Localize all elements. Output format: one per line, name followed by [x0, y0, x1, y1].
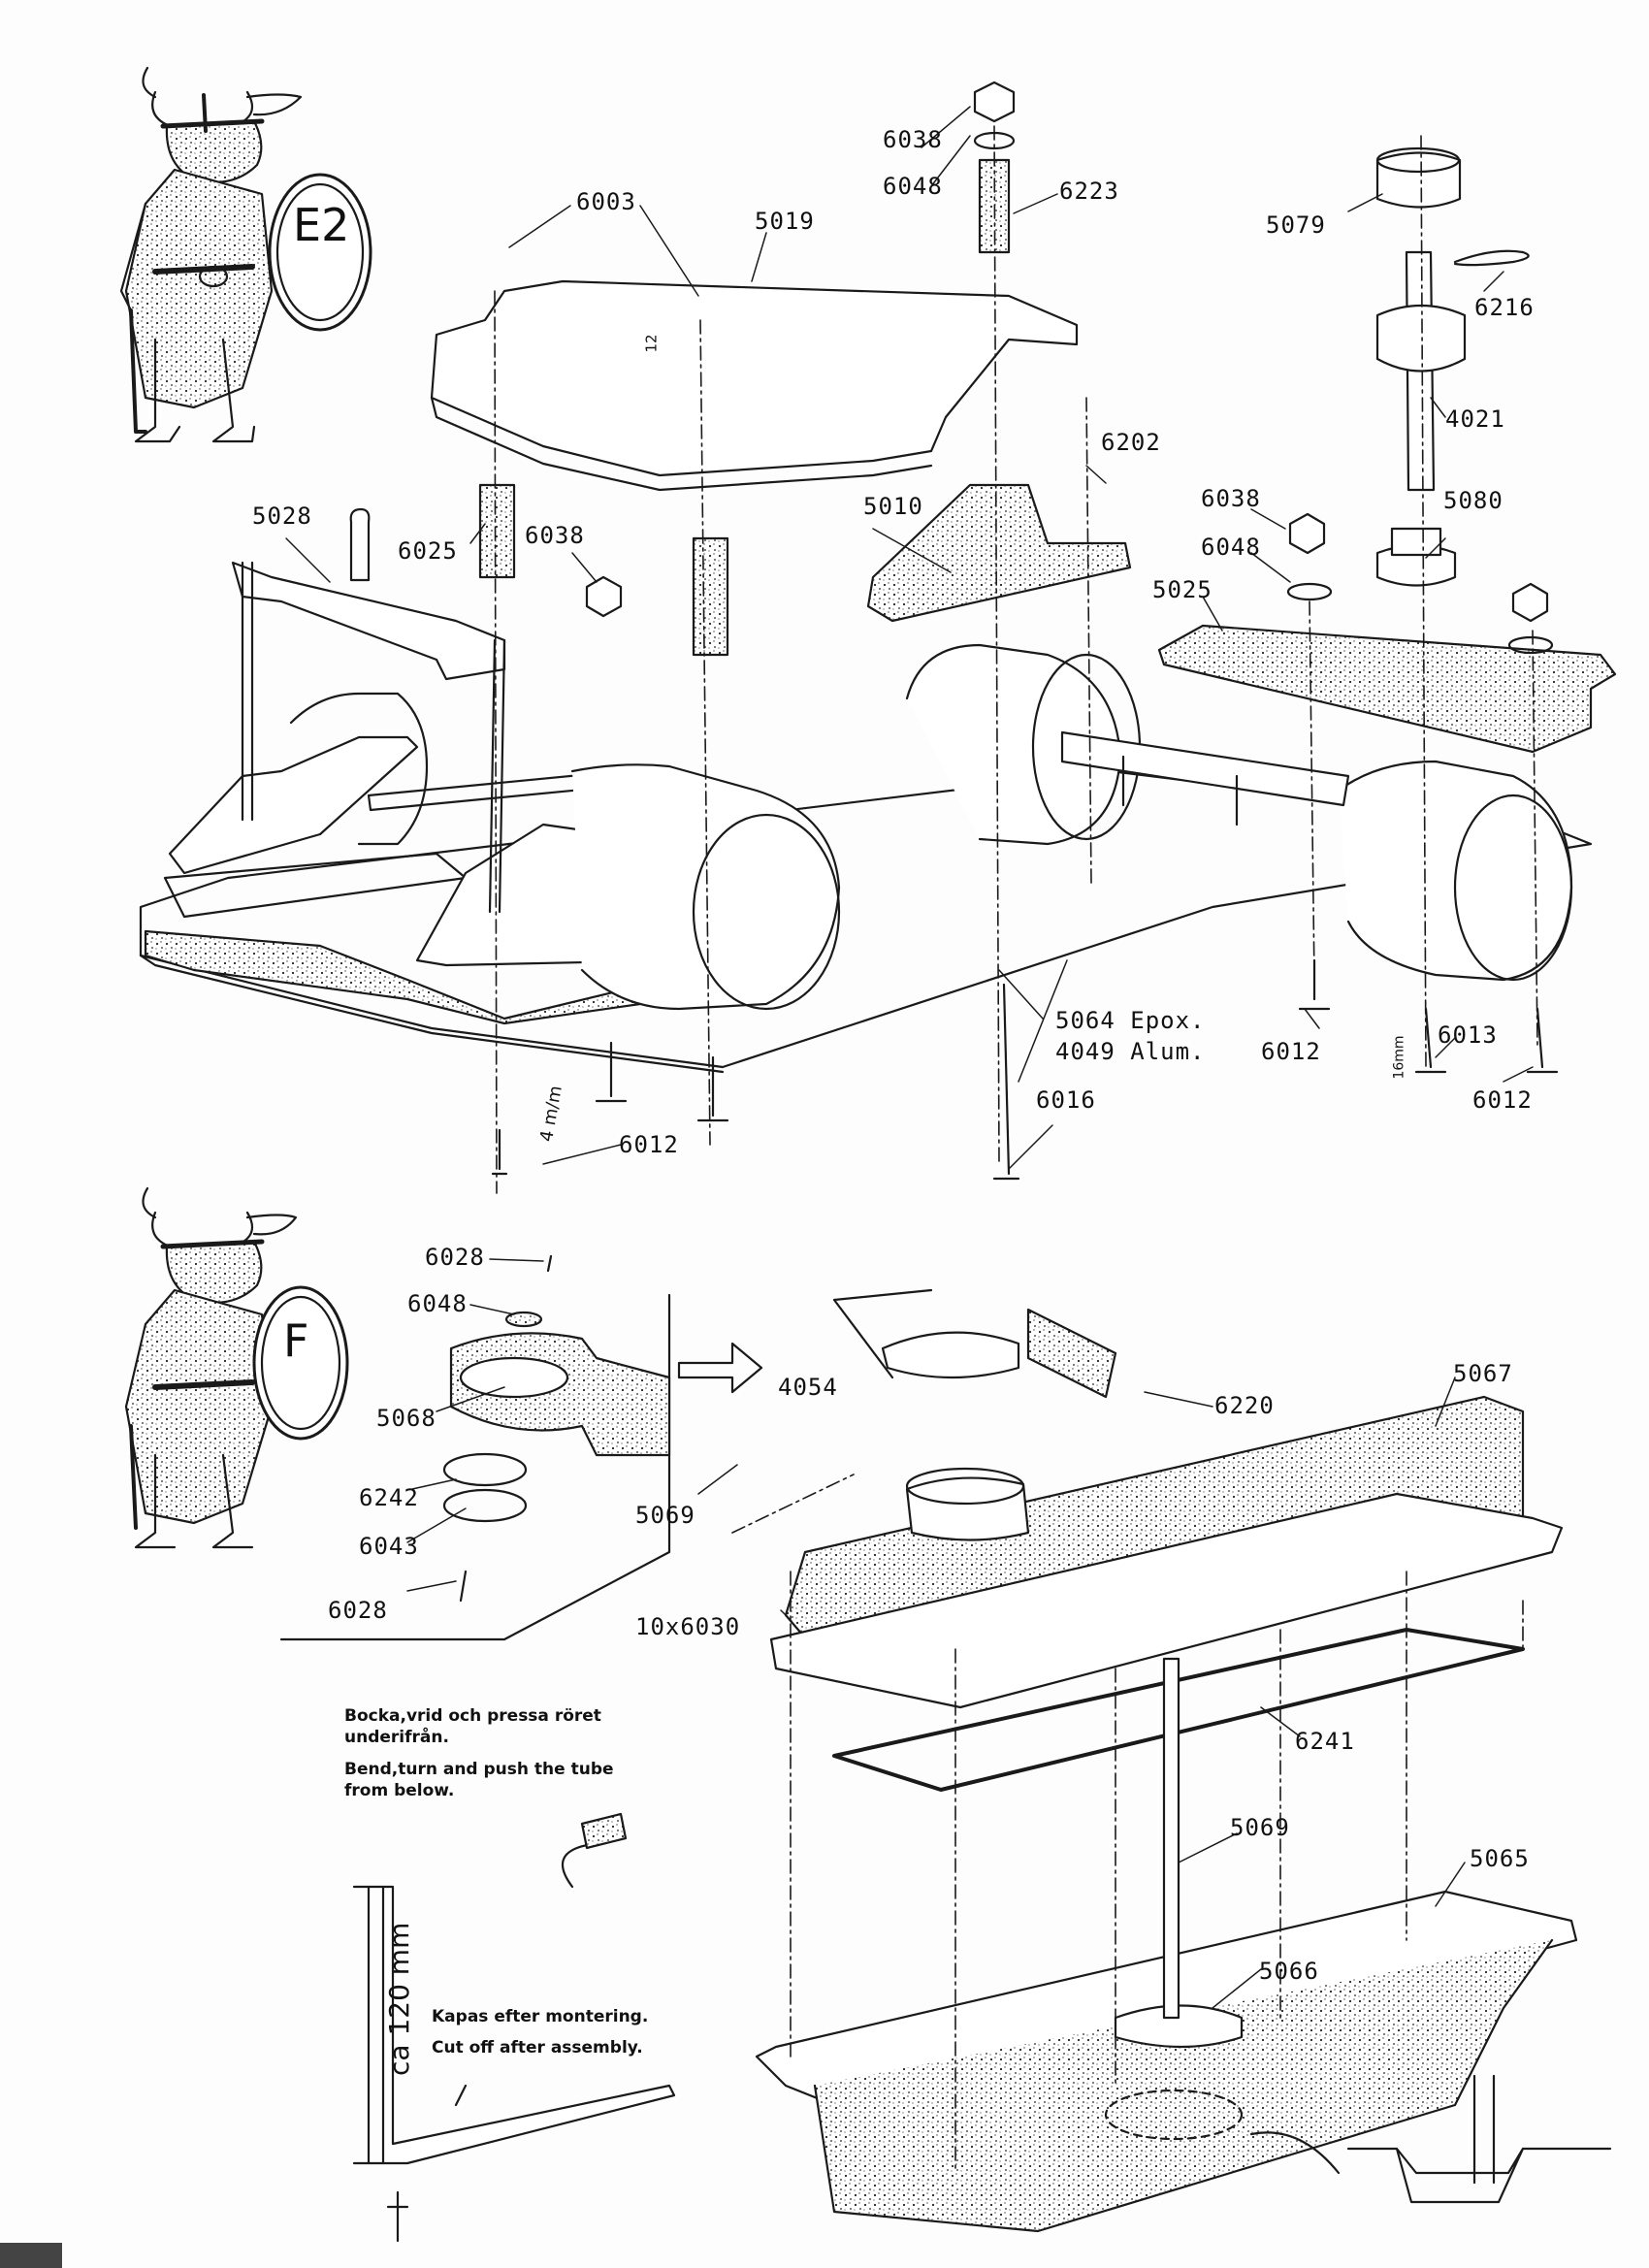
part-label: 5079 [1266, 211, 1326, 239]
note-line: underifrån. [344, 1728, 449, 1748]
dimension-label: ca 120 mm [383, 1922, 415, 2076]
part-label: 5019 [755, 208, 815, 235]
part-label: 5067 [1453, 1360, 1513, 1387]
part-label: 6048 [1201, 534, 1261, 561]
part-label: 6038 [525, 522, 585, 549]
part-label: 5069 [1230, 1814, 1290, 1841]
part-label: 6220 [1214, 1392, 1275, 1419]
f-assembly [279, 1254, 1612, 2243]
part-label: 5068 [376, 1405, 436, 1432]
part-label: 4049 Alum. [1055, 1038, 1206, 1065]
part-label: 5025 [1152, 576, 1212, 603]
section-badge-e2: E2 [293, 199, 350, 251]
note-line: from below. [344, 1781, 455, 1801]
note-line: Cut off after assembly. [432, 2038, 643, 2058]
part-label: 5010 [863, 493, 923, 520]
instruction-note-english: Bend,turn and push the tube from below. [344, 1759, 614, 1801]
cut-note: Kapas efter montering. Cut off after ass… [432, 2001, 648, 2064]
part-label: 6038 [883, 126, 943, 153]
part-label: 5028 [252, 502, 312, 530]
part-label: 4021 [1445, 405, 1505, 433]
part-label: 6003 [576, 188, 636, 215]
part-label: 6242 [359, 1484, 419, 1511]
note-line: Kapas efter montering. [432, 2007, 649, 2026]
part-label: 6016 [1036, 1086, 1096, 1114]
part-label: 6028 [425, 1244, 485, 1271]
part-label: 6025 [398, 537, 458, 565]
e2-assembly [139, 81, 1617, 1194]
speckled-bar-5025 [1157, 624, 1617, 754]
part-label: 5065 [1470, 1845, 1530, 1872]
part-label: 6012 [1261, 1038, 1321, 1065]
part-label: 6216 [1474, 294, 1535, 321]
part-label: 5080 [1443, 487, 1504, 514]
part-label: 5066 [1259, 1958, 1319, 1985]
dimension-label: 16mm [1391, 1035, 1407, 1080]
part-label: 10x6030 [635, 1613, 741, 1640]
part-label: 6013 [1438, 1021, 1498, 1049]
part-label: 6241 [1295, 1728, 1355, 1755]
part-label: 6223 [1059, 178, 1119, 205]
part-label: 6048 [883, 173, 943, 200]
note-line: Bend,turn and push the tube [344, 1760, 614, 1779]
steering-arm-5028 [231, 561, 506, 681]
part-label: 6028 [328, 1597, 388, 1624]
part-label: 6012 [1472, 1086, 1533, 1114]
scan-corner-mark [0, 2243, 62, 2268]
instruction-note-swedish: Bocka,vrid och pressa röret underifrån. [344, 1705, 601, 1748]
part-label: 6012 [619, 1131, 679, 1158]
part-label: 6202 [1101, 429, 1161, 456]
part-label: 5069 [635, 1502, 695, 1529]
dimension-label: 12 [642, 334, 661, 353]
top-plate-5019 [430, 279, 1079, 477]
note-line: Bocka,vrid och pressa röret [344, 1706, 601, 1726]
part-label: 5064 Epox. [1055, 1007, 1206, 1034]
part-label: 6043 [359, 1533, 419, 1560]
part-label: 6038 [1201, 485, 1261, 512]
viking-mascot-f [124, 1186, 349, 1549]
viking-mascot-e2 [119, 66, 372, 443]
gasket-6241 [832, 1628, 1525, 1792]
bracket-5010 [866, 483, 1132, 623]
section-badge-f: F [283, 1314, 309, 1367]
part-label: 4054 [778, 1374, 838, 1401]
part-label: 6048 [407, 1290, 468, 1317]
